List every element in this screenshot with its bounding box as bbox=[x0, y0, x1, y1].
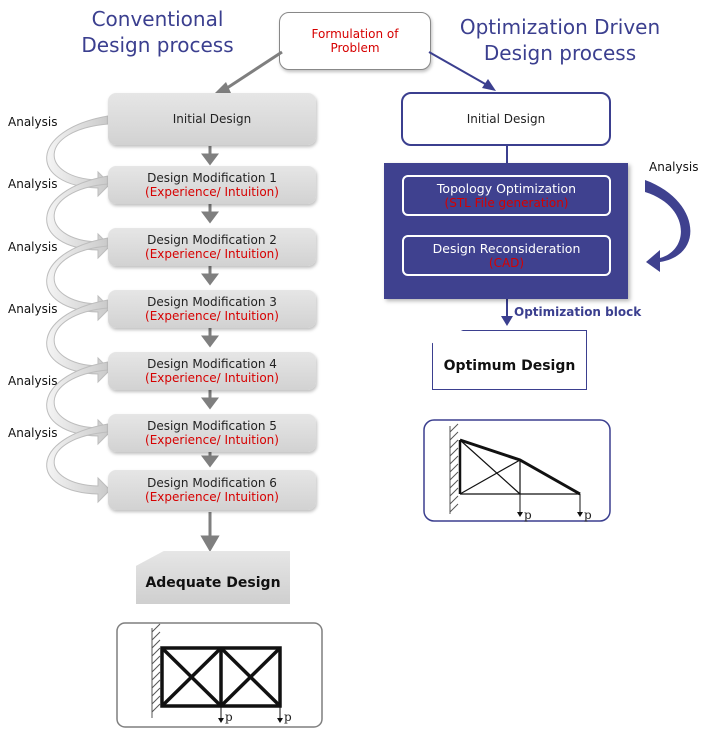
right-load-label-2: p bbox=[584, 508, 592, 522]
design-modification-3: Design Modification 3 (Experience/ Intui… bbox=[108, 290, 316, 328]
truss-drawing-right bbox=[423, 419, 611, 522]
analysis-label-2: Analysis bbox=[8, 177, 58, 191]
design-modification-4: Design Modification 4 (Experience/ Intui… bbox=[108, 352, 316, 390]
analysis-label-5: Analysis bbox=[8, 374, 58, 388]
optimization-block bbox=[384, 163, 628, 299]
adequate-design-box: Adequate Design bbox=[136, 551, 290, 604]
formulation-box: Formulation of Problem bbox=[279, 12, 431, 70]
design-modification-1: Design Modification 1 (Experience/ Intui… bbox=[108, 166, 316, 204]
truss-drawing-left bbox=[116, 622, 323, 728]
optimum-design-box: Optimum Design bbox=[432, 330, 587, 390]
left-load-label-2: p bbox=[284, 710, 292, 724]
left-initial-design: Initial Design bbox=[108, 93, 316, 145]
formulation-arrow-right bbox=[428, 51, 496, 91]
analysis-label-3: Analysis bbox=[8, 240, 58, 254]
design-modification-5: Design Modification 5 (Experience/ Intui… bbox=[108, 414, 316, 452]
analysis-label-6: Analysis bbox=[8, 426, 58, 440]
analysis-loop-arrows bbox=[46, 115, 111, 504]
right-analysis-arrow bbox=[645, 180, 691, 272]
right-initial-design: Initial Design bbox=[401, 92, 611, 146]
design-modification-2: Design Modification 2 (Experience/ Intui… bbox=[108, 228, 316, 266]
analysis-label-4: Analysis bbox=[8, 302, 58, 316]
left-load-label-1: p bbox=[225, 710, 233, 724]
right-analysis-label: Analysis bbox=[649, 160, 699, 174]
analysis-label-1: Analysis bbox=[8, 115, 58, 129]
design-modification-6: Design Modification 6 (Experience/ Intui… bbox=[108, 470, 316, 510]
right-load-label-1: p bbox=[524, 508, 532, 522]
left-step-arrows bbox=[200, 146, 220, 552]
optimization-block-label: Optimization block bbox=[514, 305, 642, 319]
topology-optimization-box: Topology Optimization (STL File generati… bbox=[402, 175, 611, 216]
design-reconsideration-box: Design Reconsideration (CAD) bbox=[402, 235, 611, 276]
formulation-arrow-left bbox=[212, 50, 283, 96]
